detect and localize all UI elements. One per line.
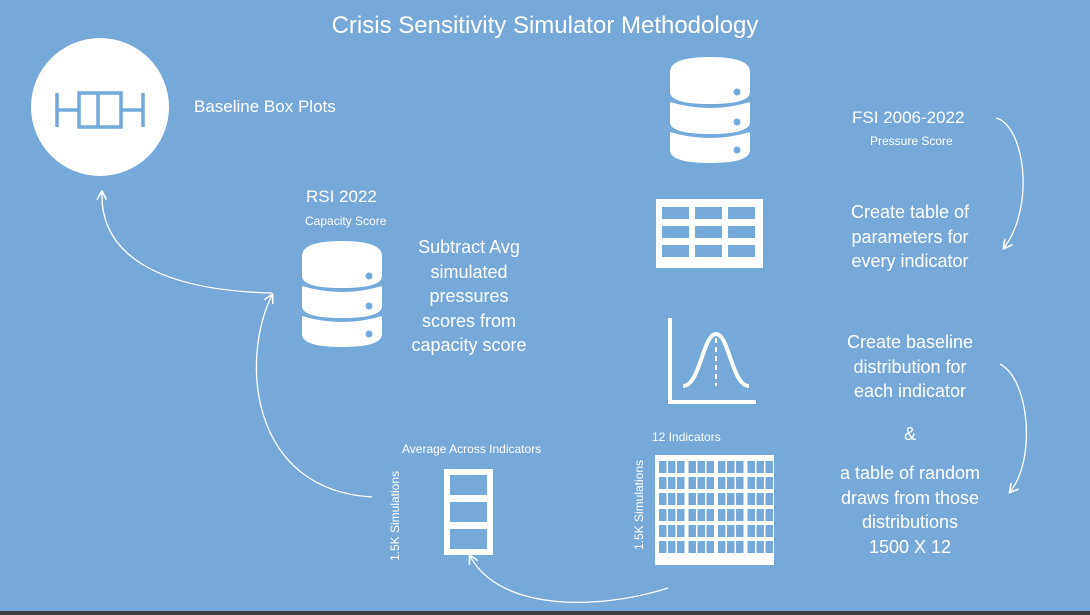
baseline-box-plots-label: Baseline Box Plots [194, 97, 336, 116]
box-plot-icon [31, 38, 169, 176]
arrow-fsi-to-table [995, 117, 1024, 248]
indicators-grid-label: 12 Indicators [652, 430, 721, 444]
arrow-rsi-to-boxplots [102, 192, 273, 294]
arrow-average-to-rsi [255, 295, 373, 498]
rsi-title: RSI 2022 [306, 187, 377, 206]
page-title: Crisis Sensitivity Simulator Methodology [331, 12, 759, 39]
bottom-bar [0, 611, 1090, 615]
table-icon [656, 199, 763, 268]
grid-table-icon [655, 455, 774, 565]
distribution-step-text: Create baseline distribution for each in… [846, 332, 974, 401]
fsi-database-icon [670, 57, 750, 163]
bell-curve-icon [668, 318, 756, 404]
fsi-title: FSI 2006-2022 [852, 108, 965, 127]
subtract-step-text: Subtract Avg simulated pressures scores … [411, 237, 527, 355]
average-column-side-label: 1.5K Simulations [388, 470, 402, 562]
average-column-label: Average Across Indicators [402, 442, 542, 456]
arrow-distribution-to-draws [999, 363, 1027, 492]
table-step-text: Create table of parameters for every ind… [850, 202, 970, 271]
arrow-grid-to-average [470, 556, 669, 603]
indicators-grid-side-label: 1.5K Simulations [632, 459, 646, 551]
ampersand: & [903, 424, 916, 444]
rsi-database-icon [302, 241, 382, 347]
rsi-subtitle: Capacity Score [305, 214, 387, 228]
column-table-icon [444, 469, 493, 555]
fsi-subtitle: Pressure Score [870, 134, 953, 148]
random-draws-text: a table of random draws from those distr… [839, 463, 981, 557]
